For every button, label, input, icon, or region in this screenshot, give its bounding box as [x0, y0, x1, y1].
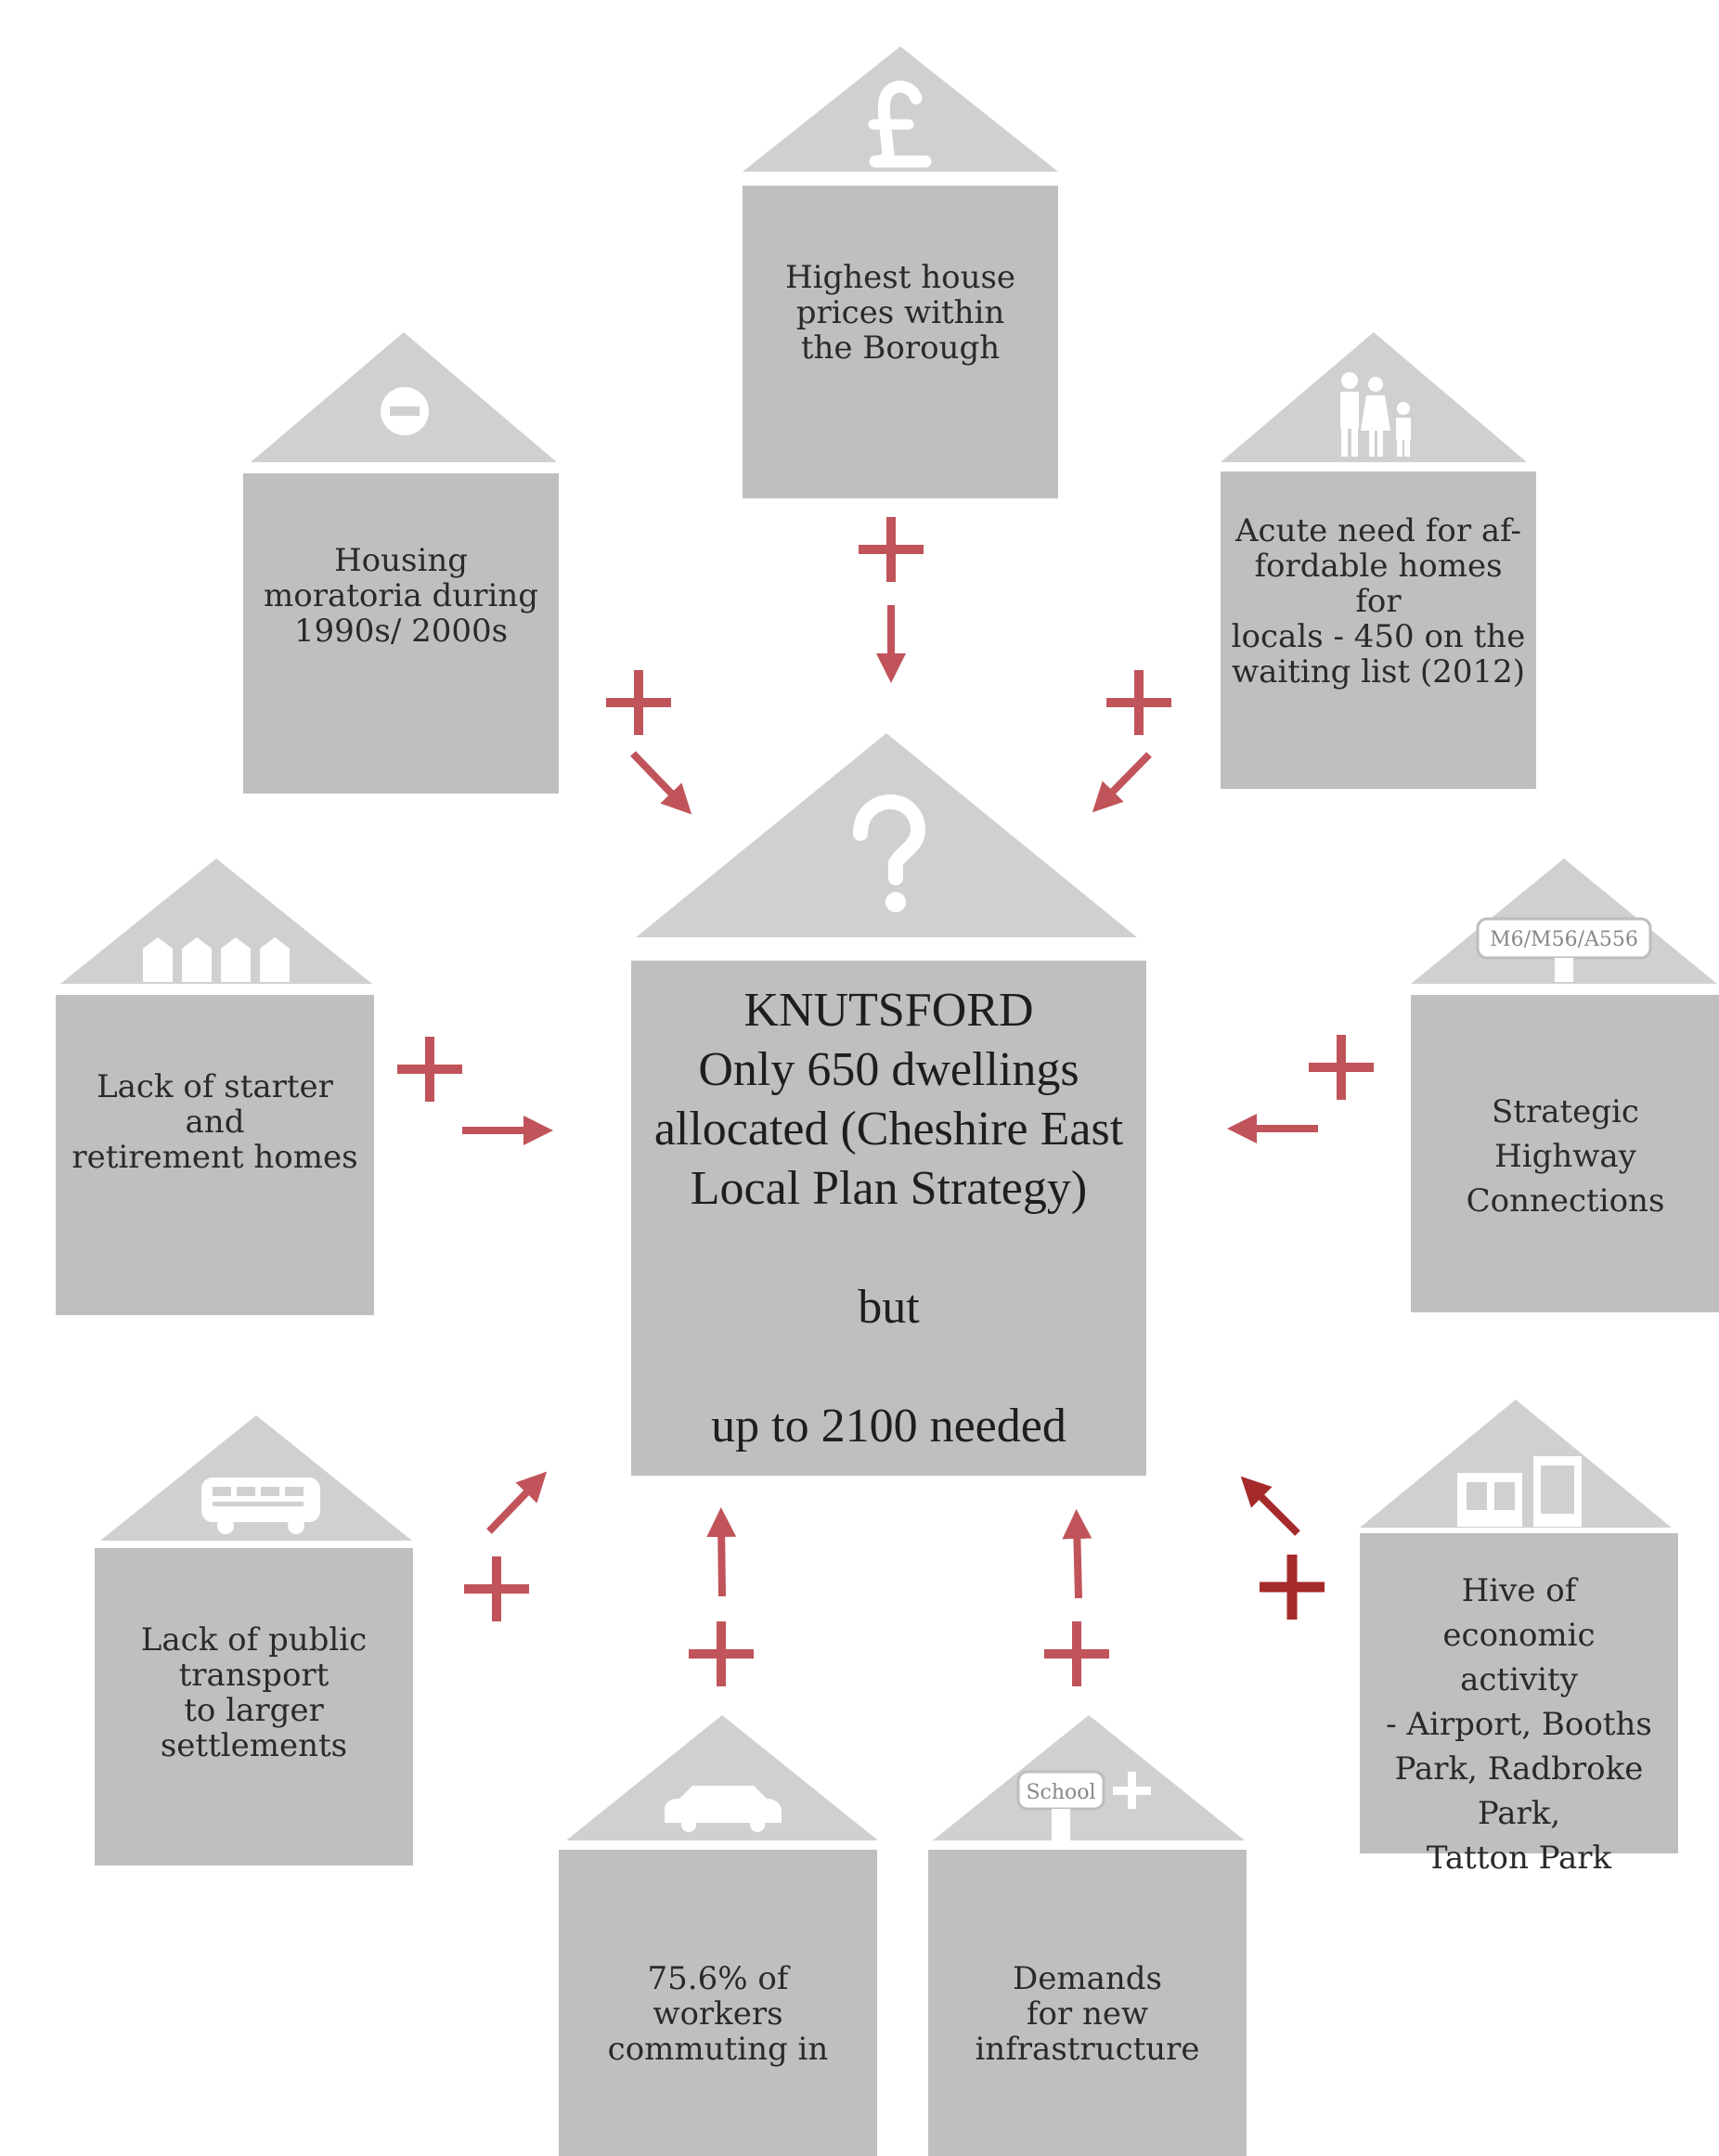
school-sign-icon: School [1016, 1770, 1151, 1840]
public-transport-text: Lack of public transport to larger settl… [140, 1621, 368, 1764]
infrastructure-sign-text: School [1026, 1781, 1095, 1804]
arrow-commuting [706, 1507, 737, 1597]
plus-affordable [1106, 670, 1171, 735]
economic-box: Hive of economic activity - Airport, Boo… [1360, 1533, 1678, 1877]
pound-sign-icon [868, 80, 932, 168]
plus-moratoria [606, 670, 671, 735]
arrow-affordable [1092, 752, 1152, 813]
highway-box: Strategic Highway Connections [1411, 995, 1719, 1312]
house-prices-text: Highest house prices within the Borough [784, 259, 1016, 367]
starter-homes-roof [60, 859, 372, 984]
central-text: KNUTSFORD Only 650 dwellings allocated (… [653, 983, 1124, 1452]
plus-infrastructure [1044, 1621, 1109, 1686]
starter-homes-text: Lack of starter and retirement homes [71, 1068, 358, 1176]
affordable-text: Acute need for af- fordable homes for lo… [1231, 512, 1526, 691]
public-transport-box: Lack of public transport to larger settl… [95, 1548, 413, 1866]
commuting-box: 75.6% of workers commuting in [559, 1850, 877, 2156]
bus-icon [201, 1478, 320, 1534]
infrastructure-text: Demands for new infrastructure [975, 1960, 1200, 2068]
car-icon [665, 1786, 782, 1832]
question-mark-icon [853, 794, 926, 912]
house-prices-box: Highest house prices within the Borough [743, 186, 1058, 498]
commuting-text: 75.6% of workers commuting in [607, 1960, 829, 2068]
buildings-icon [1457, 1456, 1582, 1527]
family-icon [1340, 372, 1411, 457]
central-box: KNUTSFORD Only 650 dwellings allocated (… [631, 961, 1146, 1476]
highway-text: Strategic Highway Connections [1466, 1093, 1665, 1220]
arrow-public-transport [486, 1471, 548, 1534]
starter-homes-box: Lack of starter and retirement homes [56, 995, 374, 1315]
plus-highway [1309, 1035, 1374, 1100]
plus-commuting [689, 1621, 754, 1686]
road-sign-icon: M6/M56/A556 [1476, 917, 1652, 982]
moratoria-box: Housing moratoria during 1990s/ 2000s [243, 473, 559, 794]
moratoria-text: Housing moratoria during 1990s/ 2000s [263, 542, 539, 650]
economic-text: Hive of economic activity - Airport, Boo… [1386, 1572, 1652, 1877]
affordable-box: Acute need for af- fordable homes for lo… [1221, 471, 1536, 789]
plus-house-prices [859, 517, 924, 582]
infrastructure-box: Demands for new infrastructure [928, 1850, 1247, 2156]
arrow-economic [1240, 1476, 1300, 1536]
plus-public-transport [464, 1556, 529, 1621]
terraced-houses-icon [143, 937, 290, 982]
plus-starter-homes [397, 1037, 462, 1102]
arrow-infrastructure [1062, 1509, 1092, 1599]
arrow-moratoria [630, 751, 692, 815]
house-prices-roof [743, 46, 1058, 172]
no-entry-icon [381, 387, 429, 435]
highway-sign-text: M6/M56/A556 [1490, 928, 1638, 951]
plus-economic [1260, 1555, 1325, 1620]
